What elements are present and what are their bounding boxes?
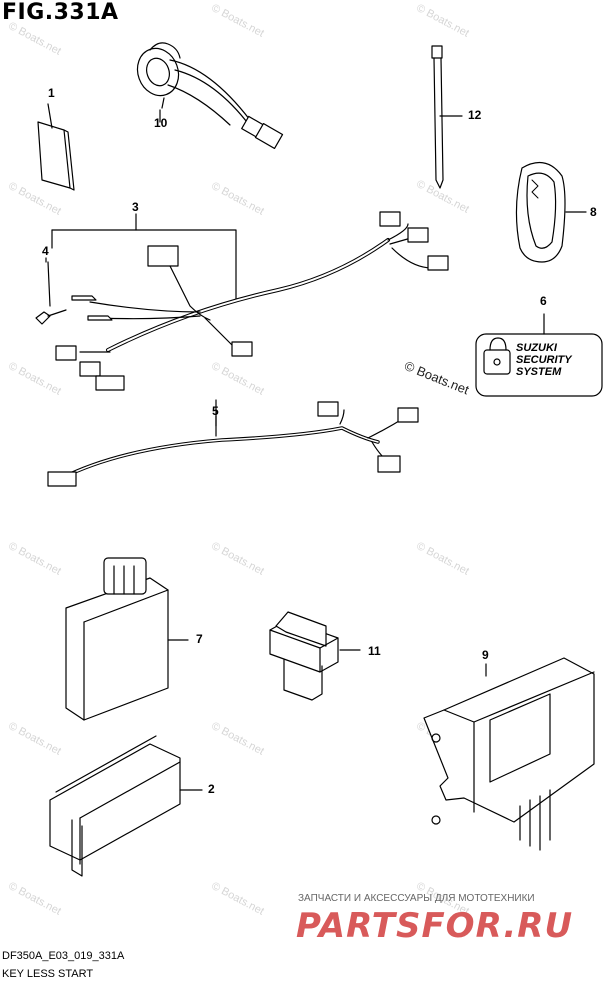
callout-12: 12 xyxy=(468,108,482,122)
callout-1: 1 xyxy=(48,86,55,100)
part-4-bolt xyxy=(35,261,67,325)
callout-6: 6 xyxy=(540,294,547,308)
part-8-key-fob xyxy=(515,161,587,263)
part-1-card xyxy=(37,103,75,191)
security-label-line3: SYSTEM xyxy=(516,366,562,378)
callout-4: 4 xyxy=(42,244,49,258)
part-2-bracket xyxy=(49,735,203,877)
shop-tagline: ЗАПЧАСТИ И АКСЕССУАРЫ ДЛЯ МОТОТЕХНИКИ xyxy=(298,893,535,904)
callout-2: 2 xyxy=(208,782,215,796)
security-label-text: SUZUKI SECURITY SYSTEM xyxy=(516,342,572,378)
part-5-harness xyxy=(47,399,419,487)
security-label-line1: SUZUKI xyxy=(516,342,557,354)
callout-11: 11 xyxy=(368,644,381,658)
part-11-relay xyxy=(269,611,361,701)
callout-10: 10 xyxy=(154,116,168,130)
callout-3: 3 xyxy=(132,200,139,214)
callout-9: 9 xyxy=(482,648,489,662)
security-label-line2: SECURITY xyxy=(516,354,572,366)
diagram-name: KEY LESS START xyxy=(2,968,94,980)
shop-logo: PARTSFOR.RU xyxy=(296,906,574,946)
leader-lines xyxy=(45,109,217,427)
part-9-cover xyxy=(423,657,595,851)
part-12-cable-tie xyxy=(431,45,463,189)
part-10-antenna xyxy=(136,42,284,150)
callout-5: 5 xyxy=(212,404,219,418)
part-6-security-label xyxy=(475,313,603,397)
callout-8: 8 xyxy=(590,205,597,219)
figure-title: FIG.331A xyxy=(2,0,119,25)
diagram-code: DF350A_E03_019_331A xyxy=(2,950,125,962)
part-3-harness xyxy=(51,211,449,391)
callout-7: 7 xyxy=(196,632,203,646)
part-7-module xyxy=(65,557,189,721)
